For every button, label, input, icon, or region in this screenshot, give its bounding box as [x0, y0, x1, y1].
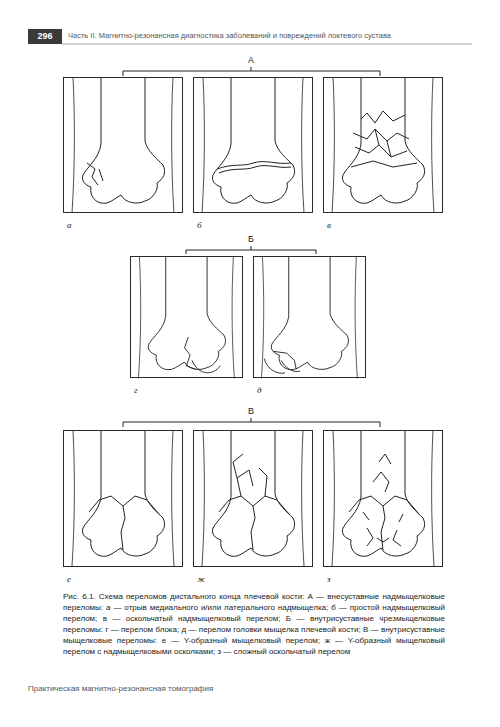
panel-letter: б	[197, 220, 202, 230]
fracture-panel: в	[323, 77, 443, 213]
group-label: В	[248, 406, 254, 416]
fracture-sketch	[261, 256, 357, 378]
page-number: 296	[28, 30, 62, 43]
fracture-panel: ж	[193, 430, 313, 567]
group-bracket	[123, 418, 380, 427]
fracture-sketch	[332, 430, 434, 566]
figure-caption: Рис. 6.1. Схема переломов дистального ко…	[63, 591, 445, 657]
group-label: Б	[248, 234, 254, 244]
fracture-panel: д	[253, 256, 366, 378]
panel-letter: г	[134, 385, 138, 395]
fracture-panel: а	[63, 77, 183, 213]
fracture-sketch	[138, 256, 234, 378]
fracture-sketch	[72, 77, 174, 213]
fracture-sketch	[332, 77, 434, 213]
fracture-sketch	[202, 77, 304, 213]
fracture-panel: г	[130, 256, 243, 378]
group-label: А	[248, 55, 254, 65]
fracture-sketch	[72, 430, 174, 566]
header-rule	[62, 44, 472, 45]
fracture-panel: з	[323, 430, 443, 567]
group-bracket	[186, 246, 316, 254]
fracture-sketch	[202, 430, 304, 566]
fracture-panel: б	[193, 77, 313, 213]
fracture-panel: е	[63, 430, 183, 567]
page-number-box	[28, 29, 62, 44]
running-header: Часть II. Магнитно-резонансная диагности…	[68, 31, 391, 41]
panel-letter: ж	[197, 574, 205, 584]
running-footer: Практическая магнитно-резонансная томогр…	[28, 684, 213, 693]
group-bracket	[123, 67, 380, 76]
panel-letter: в	[327, 220, 331, 230]
panel-letter: а	[67, 220, 72, 230]
panel-letter: з	[327, 574, 331, 584]
panel-letter: е	[67, 574, 71, 584]
panel-letter: д	[257, 385, 262, 395]
